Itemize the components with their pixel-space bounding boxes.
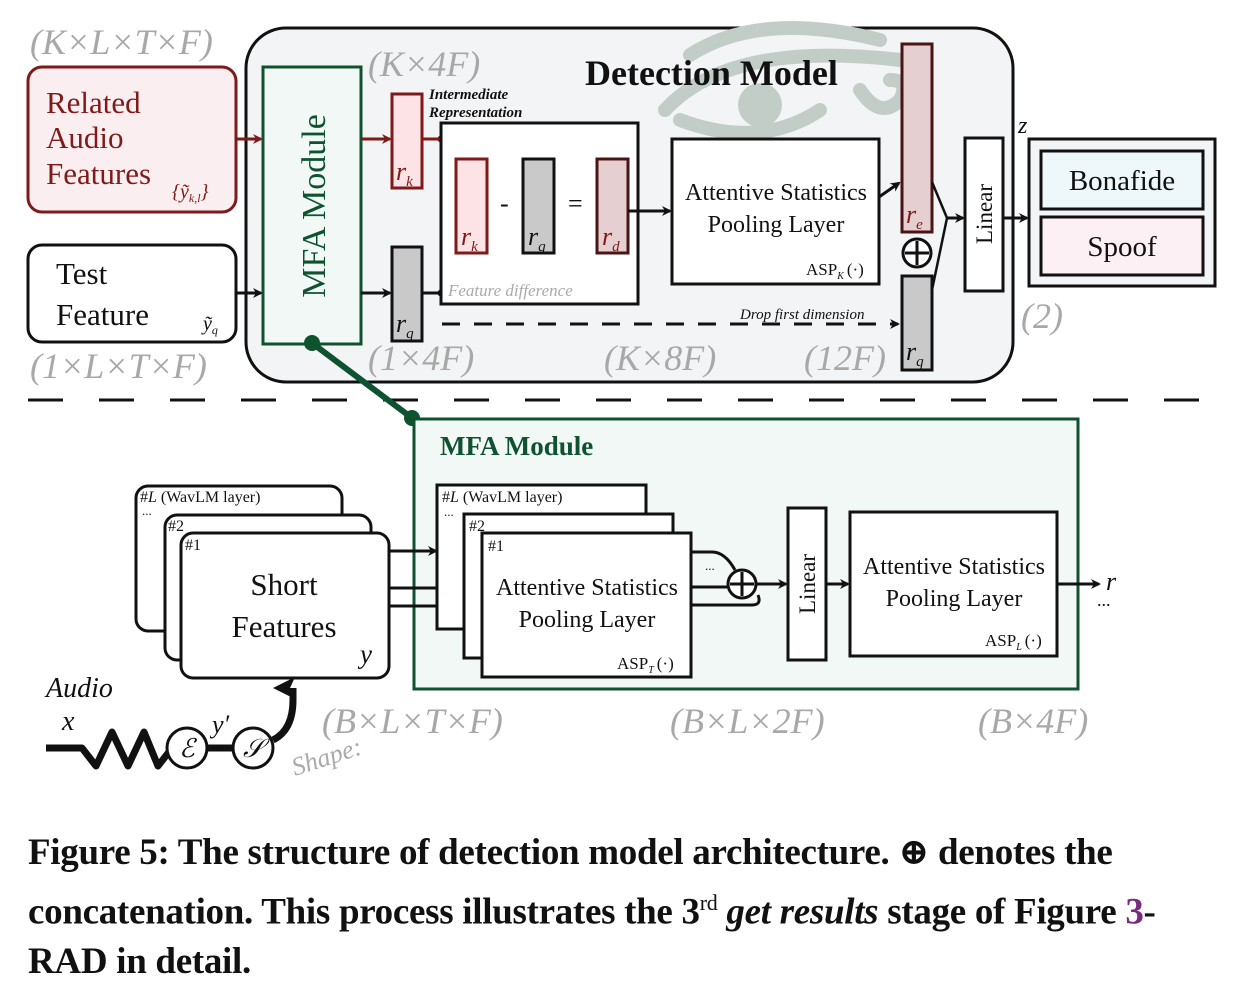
related-shape-label: (K×L×T×F)	[30, 22, 213, 62]
feature-difference-label: Feature difference	[447, 281, 573, 300]
asp-k-block	[670, 137, 881, 286]
asp-k-fn: ASPK(·)	[806, 260, 864, 282]
asp-k-label-line1: Attentive Statistics	[685, 180, 867, 206]
asp-t-label-line1: Attentive Statistics	[496, 575, 678, 601]
rk-vector	[390, 92, 424, 190]
short-features-label-line2: Features	[231, 609, 336, 644]
short-features-layer-1-tag: #1	[185, 537, 201, 554]
rk-shape-label: (K×4F)	[368, 44, 480, 84]
diff-rk-label: rk	[461, 222, 478, 255]
output-shape-label: (2)	[1021, 296, 1063, 336]
short-features-label-line1: Short	[250, 567, 318, 602]
asp-t-label-line2: Pooling Layer	[519, 607, 656, 633]
asp-t-merge-ellipsis: ...	[705, 558, 715, 573]
linear-label-mfa: Linear	[795, 554, 820, 614]
output-bonafide	[1039, 149, 1205, 211]
asp-l-fn: ASPL(·)	[985, 631, 1042, 653]
test-label-line1: Test	[56, 256, 108, 291]
mfa-zoom-connector	[310, 340, 414, 421]
caption-suffix: -RAD in detail.	[28, 891, 1156, 983]
output-spoof-label: Spoof	[1087, 231, 1157, 263]
related-label-line3: Features	[46, 156, 151, 191]
audio-var-x: x	[61, 706, 75, 737]
asp-l-label-line1: Attentive Statistics	[863, 554, 1045, 580]
test-shape-label: (1×L×T×F)	[30, 346, 207, 386]
intermediate-y-prime: y′	[209, 710, 230, 739]
mfa-module-title: MFA Module	[440, 431, 593, 461]
diff-shape-label: (K×8F)	[604, 338, 716, 378]
asp-l-label-line2: Pooling Layer	[886, 586, 1023, 612]
related-label-line1: Related	[46, 85, 141, 120]
rq-label: rq	[396, 309, 414, 342]
mfa-module-vertical-label: MFA Module	[296, 114, 333, 298]
test-symbol: ỹq	[201, 313, 218, 337]
related-label-line2: Audio	[46, 120, 124, 155]
z-label: z	[1017, 113, 1028, 139]
caption-middle: stage of Figure	[887, 891, 1117, 933]
intermediate-label-line2: Representation	[428, 105, 522, 121]
diff-rq-label: rq	[528, 222, 546, 255]
re-label: re	[906, 200, 923, 233]
asp-t-layer-1-tag: #1	[488, 538, 504, 555]
selector-to-features-arrow	[271, 677, 297, 744]
mfa-shape-2: (B×L×2F)	[670, 701, 825, 741]
asp-t-merge-bottom	[691, 594, 761, 607]
output-bonafide-label: Bonafide	[1069, 165, 1175, 197]
asp-t-merge-top	[691, 550, 737, 571]
caption-italic-stage: get results	[726, 891, 879, 933]
mfa-output-ellipsis: ...	[1097, 590, 1111, 610]
figure-caption: Figure 5: The structure of detection mod…	[28, 828, 1228, 987]
mfa-shape-1: (B×L×T×F)	[322, 701, 503, 741]
architecture-diagram: Detection Model Related Audio Features {…	[26, 21, 1217, 782]
mfa-output-r: r	[1106, 567, 1117, 596]
rq-shape-label: (1×4F)	[368, 338, 474, 378]
short-features-layer-L-tag: #L (WavLM layer)	[140, 489, 260, 506]
short-features-layer-2-tag: #2	[168, 518, 184, 535]
linear-block-top	[963, 136, 1005, 293]
drop-dimension-label: Drop first dimension	[739, 307, 864, 323]
asp-k-label-line2: Pooling Layer	[708, 212, 845, 238]
linear-block-mfa	[786, 506, 828, 662]
test-label-line2: Feature	[56, 297, 149, 332]
concat-shape-label: (12F)	[804, 338, 886, 378]
selector-node	[231, 726, 275, 770]
output-spoof	[1039, 215, 1205, 277]
linear-label-top: Linear	[972, 184, 997, 244]
short-features-symbol: y	[357, 639, 372, 669]
asp-t-layer-2-tag: #2	[469, 518, 485, 535]
mfa-zoom-dot-top	[304, 335, 320, 351]
caption-figure-link[interactable]: 3	[1125, 891, 1144, 933]
asp-t-ellipsis: ...	[444, 504, 454, 519]
rd-label: rd	[602, 222, 620, 255]
mfa-shape-3: (B×4F)	[978, 701, 1088, 741]
short-features-ellipsis: ...	[142, 503, 152, 518]
re-vector	[900, 42, 934, 234]
caption-superscript: rd	[699, 890, 718, 915]
rq-out-label: rq	[906, 337, 924, 370]
encoder-symbol: ℰ	[179, 734, 197, 763]
asp-t-layer-L-tag: #L (WavLM layer)	[442, 489, 562, 506]
caption-prefix: Figure 5: The structure of detection mod…	[28, 832, 1113, 933]
equals-sign: =	[568, 189, 583, 218]
mfa-module-block	[261, 65, 363, 346]
rk-label: rk	[396, 157, 413, 190]
audio-label: Audio	[44, 673, 113, 704]
asp-t-fn: ASPT(·)	[617, 654, 674, 676]
rd-vector	[595, 157, 630, 255]
asp-t-layer-1	[480, 531, 693, 679]
intermediate-label-line1: Intermediate	[428, 87, 509, 103]
related-symbol: {ỹk,l}	[172, 181, 209, 205]
asp-k-to-re-arrow	[878, 181, 901, 199]
detection-model-title: Detection Model	[585, 53, 838, 93]
rq-out-vector	[900, 274, 934, 372]
short-features-layer-1	[179, 531, 391, 680]
diff-rq-vector	[521, 157, 556, 255]
asp-l-block	[848, 510, 1059, 658]
diff-rk-vector	[454, 157, 489, 255]
minus-sign: -	[500, 189, 509, 218]
